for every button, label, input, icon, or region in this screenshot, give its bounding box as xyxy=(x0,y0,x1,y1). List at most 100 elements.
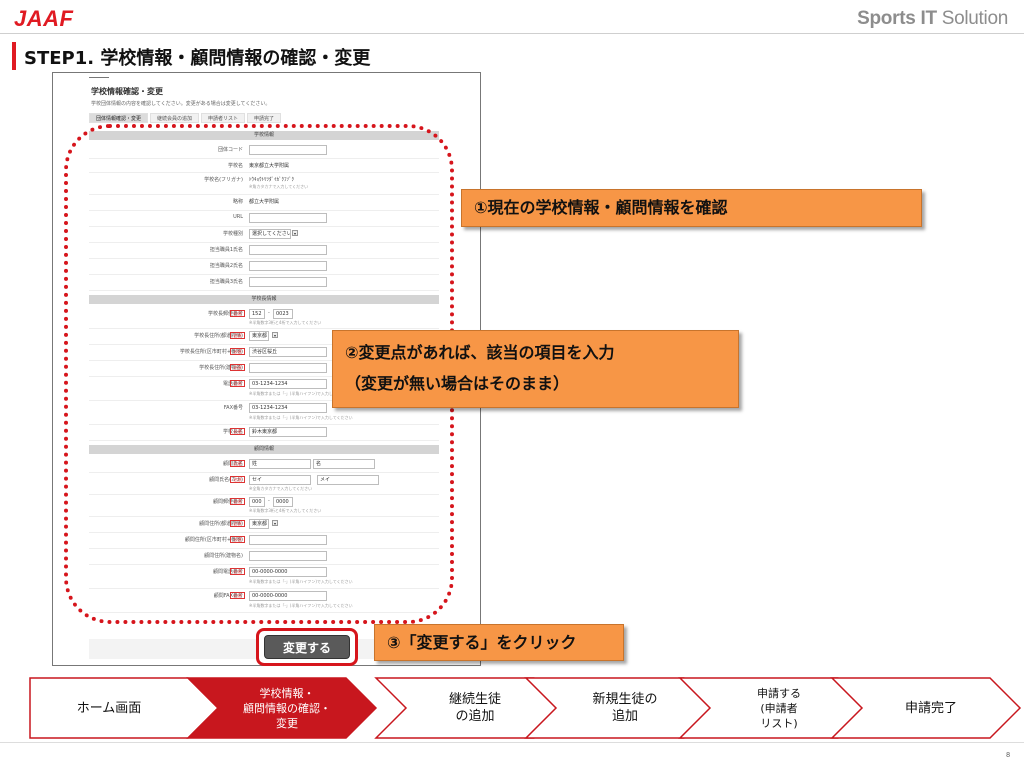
field-label: 顧問FAX番号 xyxy=(213,593,243,599)
step-label-line: 変更 xyxy=(276,716,298,730)
field-label: 担当職員3氏名 xyxy=(209,279,243,285)
section-principal-info: 学校長情報 xyxy=(89,295,439,304)
staff-3-input[interactable] xyxy=(249,277,327,287)
school-name-kana-value: ﾄｳｷｮｳﾄﾘﾂﾀﾞｲｶﾞｸﾌｿﾞｸ xyxy=(249,177,295,183)
step-label-line: 学校情報・ xyxy=(259,686,315,700)
page-number: 8 xyxy=(1006,752,1010,759)
row-principal-prefecture: 学校長住所(都道府県) 必須 東京都 ▾ xyxy=(89,329,439,345)
row-advisor-prefecture: 顧問住所(都道府県) 必須 東京都 ▾ xyxy=(89,517,439,533)
field-label: 顧問住所(建物名) xyxy=(204,553,243,559)
title-rule xyxy=(89,77,109,78)
row-principal-name: 学校長名 必須 鈴木東京都 xyxy=(89,425,439,441)
field-label: 略称 xyxy=(232,199,243,205)
required-badge: 必須 xyxy=(230,348,245,355)
header-divider xyxy=(0,33,1024,34)
step-accent-bar xyxy=(12,42,16,70)
field-label: 顧問電話番号 xyxy=(212,569,243,575)
advisor-postal-1-input[interactable]: 000 xyxy=(249,497,265,507)
field-label: 電話番号 xyxy=(222,381,243,387)
tab-group-info[interactable]: 団体情報確認・変更 xyxy=(89,113,149,123)
advisor-building-input[interactable] xyxy=(249,551,327,561)
step-chevron-3 xyxy=(374,677,566,739)
principal-building-input[interactable] xyxy=(249,363,327,373)
tab-application-complete[interactable]: 申請完了 xyxy=(247,113,282,123)
advisor-fax-input[interactable]: 00-0000-0000 xyxy=(249,591,327,601)
row-school-name: 学校名 東京都立大学附属 xyxy=(89,159,439,173)
staff-1-input[interactable] xyxy=(249,245,327,255)
field-label: URL xyxy=(233,214,243,220)
row-principal-phone: 電話番号 必須 03-1234-1234 ※半角数字または「-」(半角ハイフン)… xyxy=(89,377,439,401)
step-label-4: 新規生徒の追加 xyxy=(556,678,694,738)
principal-address-input[interactable]: 渋谷区桜丘 xyxy=(249,347,327,357)
advisor-last-kana-input[interactable]: セイ xyxy=(249,475,311,485)
section-school-info: 学校情報 xyxy=(89,131,439,140)
advisor-postal-2-input[interactable]: 0000 xyxy=(273,497,293,507)
required-badge: 必須 xyxy=(230,498,245,505)
section-advisor-info: 顧問情報 xyxy=(89,445,439,454)
required-badge: 必須 xyxy=(230,460,245,467)
change-button[interactable]: 変更する xyxy=(264,635,350,659)
chevron-down-icon[interactable]: ▾ xyxy=(292,230,298,236)
row-group-code: 団体コード xyxy=(89,143,439,159)
principal-postal-2-input[interactable]: 0023 xyxy=(273,309,293,319)
required-badge: 必須 xyxy=(230,364,245,371)
advisor-first-name-input[interactable]: 名 xyxy=(313,459,375,469)
staff-2-input[interactable] xyxy=(249,261,327,271)
row-school-name-kana: 学校名(フリガナ) ﾄｳｷｮｳﾄﾘﾂﾀﾞｲｶﾞｸﾌｿﾞｸ ※角カタカナで入力して… xyxy=(89,173,439,195)
school-type-select[interactable]: 選択してください xyxy=(249,229,291,239)
field-label: 学校長住所(区市町村+番地) xyxy=(179,349,243,355)
required-badge: 必須 xyxy=(230,568,245,575)
chevron-down-icon[interactable]: ▾ xyxy=(272,520,278,526)
field-note: ※半角数字または「-」(半角ハイフン)で入力してください xyxy=(249,603,353,608)
row-advisor-building: 顧問住所(建物名) xyxy=(89,549,439,565)
footer-divider xyxy=(0,742,1024,743)
step-label-6: 申請完了 xyxy=(862,678,1000,738)
principal-prefecture-select[interactable]: 東京都 xyxy=(249,331,269,341)
field-note: ※全角カタカナで入力してください xyxy=(249,486,313,491)
row-principal-postal: 学校長郵便番号 必須 152 - 0023 ※半角数字3桁と4桁で入力してくださ… xyxy=(89,307,439,329)
required-badge: 必須 xyxy=(230,592,245,599)
advisor-phone-input[interactable]: 00-0000-0000 xyxy=(249,567,327,577)
callout-edit: ②変更点があれば、該当の項目を入力 （変更が無い場合はそのまま） xyxy=(332,330,739,408)
callout-edit-line2: （変更が無い場合はそのまま） xyxy=(345,374,570,393)
row-principal-address: 学校長住所(区市町村+番地) 必須 渋谷区桜丘 xyxy=(89,345,439,361)
url-input[interactable] xyxy=(249,213,327,223)
step-chevron-6 xyxy=(830,677,1022,739)
callout-confirm: ①現在の学校情報・顧問情報を確認 xyxy=(461,189,922,227)
step-label-line: の追加 xyxy=(455,709,495,724)
field-label: 学校長住所(建物名) xyxy=(199,365,243,371)
row-url: URL xyxy=(89,211,439,227)
callout-edit-line1: ②変更点があれば、該当の項目を入力 xyxy=(345,343,615,362)
row-principal-fax: FAX番号 03-1234-1234 ※半角数字または「-」(半角ハイフン)で入… xyxy=(89,401,439,425)
step-label-line: 申請完了 xyxy=(904,700,957,716)
field-label: FAX番号 xyxy=(223,405,243,411)
chevron-down-icon[interactable]: ▾ xyxy=(272,332,278,338)
required-badge: 必須 xyxy=(230,520,245,527)
tab-applicant-list[interactable]: 申請者リスト xyxy=(201,113,246,123)
step-label-line: 申請する xyxy=(757,686,801,700)
principal-fax-input[interactable]: 03-1234-1234 xyxy=(249,403,327,413)
tab-continuing-members[interactable]: 継続会員の追加 xyxy=(150,113,200,123)
step-label-3: 継続生徒の追加 xyxy=(406,678,544,738)
field-label: 学校長住所(都道府県) xyxy=(194,333,243,339)
step-chevron-2 xyxy=(186,677,378,739)
group-code-input[interactable] xyxy=(249,145,327,155)
row-advisor-kana: 顧問氏名(カナ) 必須 セイ メイ ※全角カタカナで入力してください xyxy=(89,473,439,495)
field-label: 学校長郵便番号 xyxy=(207,311,243,317)
step-label-line: 継続生徒 xyxy=(448,692,501,707)
step-label-text: 申請完了 xyxy=(905,700,957,717)
row-advisor-postal: 顧問郵便番号 必須 000 - 0000 ※半角数字3桁と4桁で入力してください xyxy=(89,495,439,517)
principal-name-input[interactable]: 鈴木東京都 xyxy=(249,427,327,437)
advisor-prefecture-select[interactable]: 東京都 xyxy=(249,519,269,529)
screen-tabs: 団体情報確認・変更 継続会員の追加 申請者リスト 申請完了 xyxy=(89,113,439,123)
principal-postal-1-input[interactable]: 152 xyxy=(249,309,265,319)
change-button-highlight: 変更する xyxy=(256,628,358,666)
abbreviation-value: 都立大学附属 xyxy=(249,199,280,205)
advisor-address-input[interactable] xyxy=(249,535,327,545)
advisor-first-kana-input[interactable]: メイ xyxy=(317,475,379,485)
row-advisor-name: 顧問氏名 必須 姓 名 xyxy=(89,457,439,473)
field-label: 顧問郵便番号 xyxy=(212,499,243,505)
advisor-last-name-input[interactable]: 姓 xyxy=(249,459,311,469)
principal-phone-input[interactable]: 03-1234-1234 xyxy=(249,379,327,389)
field-label: 学校名(フリガナ) xyxy=(204,177,243,183)
